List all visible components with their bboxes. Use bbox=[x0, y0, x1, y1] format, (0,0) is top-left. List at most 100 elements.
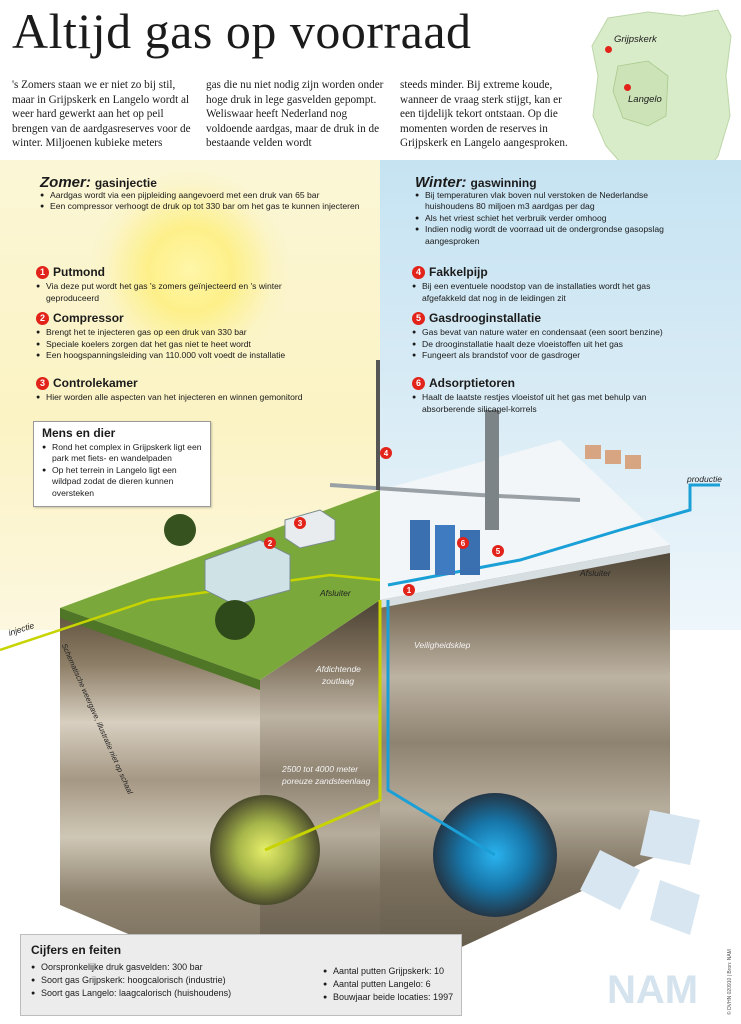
mens-en-dier-box: Mens en dier Rond het complex in Grijpsk… bbox=[33, 421, 211, 507]
map-inner-region bbox=[612, 60, 669, 127]
production-well bbox=[386, 600, 496, 857]
section-number: 4 bbox=[412, 266, 425, 279]
section-number: 2 bbox=[36, 312, 49, 325]
intro-column-3: steeds minder. Bij extreme koude, wannee… bbox=[400, 79, 568, 150]
section-item: Gas bevat van nature water en condensaat… bbox=[412, 327, 682, 339]
marker-6-text: 6 bbox=[461, 539, 466, 548]
marker-5 bbox=[492, 545, 504, 557]
marker-5-text: 5 bbox=[496, 547, 501, 556]
winter-item: Indien nodig wordt de voorraad uit de on… bbox=[415, 224, 685, 247]
zoutlaag-label-1: Afdichtende bbox=[316, 664, 361, 674]
section-number: 1 bbox=[36, 266, 49, 279]
langelo-marker bbox=[624, 84, 631, 91]
winter-item: Bij temperaturen vlak boven nul verstoke… bbox=[415, 190, 685, 213]
section-number: 5 bbox=[412, 312, 425, 325]
mens-item: Op het terrein in Langelo ligt een wildp… bbox=[42, 465, 202, 500]
section-putmond: 1 Putmond Via deze put wordt het gas 's z… bbox=[36, 266, 336, 304]
soil-block-left-face bbox=[60, 608, 260, 990]
house-1 bbox=[585, 445, 601, 459]
soil-block-right-face bbox=[380, 545, 670, 985]
marker-4 bbox=[380, 447, 392, 459]
marker-4-text: 4 bbox=[384, 449, 389, 458]
source-credit: © DVHN 020910 | Bron: NAM bbox=[727, 949, 733, 1015]
snow-edge bbox=[380, 545, 670, 608]
adsorption-tower bbox=[485, 410, 499, 530]
injection-well bbox=[264, 600, 382, 852]
section-item: Een hoogspanningsleiding van 110.000 vol… bbox=[36, 350, 336, 362]
marker-3-text: 3 bbox=[298, 519, 303, 528]
veiligheidsklep-label: Veiligheidsklep bbox=[414, 640, 471, 650]
cijfers-en-feiten-box: Cijfers en feiten Oorspronkelijke druk g… bbox=[20, 934, 462, 1016]
dryer-tank-2 bbox=[435, 525, 455, 575]
production-pipe bbox=[387, 483, 720, 587]
location-map bbox=[591, 9, 732, 183]
tree-2 bbox=[215, 600, 255, 640]
dryer-tank-1 bbox=[410, 520, 430, 570]
grass-edge bbox=[60, 608, 260, 690]
section-number: 3 bbox=[36, 377, 49, 390]
section-title: Controlekamer bbox=[53, 376, 138, 390]
intro-column-1: 's Zomers staan we er niet zo bij stil, … bbox=[12, 79, 191, 150]
section-title: Gasdrooginstallatie bbox=[429, 311, 542, 325]
house-2 bbox=[605, 450, 621, 464]
grijpskerk-label: Grijpskerk bbox=[614, 34, 657, 45]
afsluiter-label-right: Afsluiter bbox=[580, 568, 611, 578]
section-item: Brengt het te injecteren gas op een druk… bbox=[36, 327, 336, 339]
section-gasdrooginstallatie: 5 Gasdrooginstallatie Gas bevat van natur… bbox=[412, 312, 682, 362]
nam-logo-mark bbox=[580, 810, 700, 935]
cijfer-item: Bouwjaar beide locaties: 1997 bbox=[323, 991, 453, 1004]
marker-6 bbox=[457, 537, 469, 549]
section-item: Via deze put wordt het gas 's zomers geï… bbox=[36, 281, 336, 304]
flare-stack bbox=[376, 360, 380, 490]
grijpskerk-marker bbox=[605, 46, 612, 53]
section-title: Putmond bbox=[53, 265, 105, 279]
section-adsorptietoren: 6 Adsorptietoren Haalt de laatste restjes… bbox=[412, 377, 682, 415]
section-item: Bij een eventuele noodstop van de instal… bbox=[412, 281, 682, 304]
marker-2-text: 2 bbox=[268, 539, 273, 548]
section-item: Fungeert als brandstof voor de gasdroger bbox=[412, 350, 682, 362]
marker-2 bbox=[264, 537, 276, 549]
summer-item: Een compressor verhoogt de druk op tot 3… bbox=[40, 201, 360, 213]
winter-subheading: gaswinning bbox=[470, 176, 537, 190]
marker-1 bbox=[403, 584, 415, 596]
compressor-building bbox=[204, 539, 291, 606]
gas-storage-illustration: 1 2 3 4 5 6 bbox=[0, 360, 720, 990]
summer-subheading: gasinjectie bbox=[94, 176, 157, 190]
section-title: Adsorptietoren bbox=[429, 376, 516, 390]
cijfer-item: Soort gas Langelo: laagcalorisch (huisho… bbox=[31, 987, 231, 1000]
section-title: Compressor bbox=[53, 311, 124, 325]
cijfer-item: Aantal putten Langelo: 6 bbox=[323, 978, 453, 991]
dryer-tank-3 bbox=[460, 530, 480, 575]
langelo-label: Langelo bbox=[628, 94, 662, 105]
section-item: De drooginstallatie haalt deze vloeistof… bbox=[412, 339, 682, 351]
afsluiter-label-left: Afsluiter bbox=[320, 588, 351, 598]
section-controlekamer: 3 Controlekamer Hier worden alle aspecten… bbox=[36, 377, 336, 404]
section-compressor: 2 Compressor Brengt het te injecteren gas… bbox=[36, 312, 336, 362]
cijfer-item: Oorspronkelijke druk gasvelden: 300 bar bbox=[31, 961, 231, 974]
section-number: 6 bbox=[412, 377, 425, 390]
cijfer-item: Soort gas Grijpskerk: hoogcalorisch (ind… bbox=[31, 974, 231, 987]
winter-section: Winter:gaswinning Bij temperaturen vlak … bbox=[415, 174, 685, 248]
winter-item: Als het vriest schiet het verbruik verde… bbox=[415, 213, 685, 225]
mens-en-dier-title: Mens en dier bbox=[42, 426, 116, 440]
productie-label: productie bbox=[687, 474, 722, 484]
marker-1-text: 1 bbox=[407, 586, 412, 595]
marker-3 bbox=[294, 517, 306, 529]
summer-item: Aardgas wordt via een pijpleiding aangev… bbox=[40, 190, 360, 202]
zandsteen-label-2: poreuze zandsteenlaag bbox=[282, 776, 371, 786]
zandsteen-label-1: 2500 tot 4000 meter bbox=[282, 764, 359, 774]
section-item: Haalt de laatste restjes vloeistof uit h… bbox=[412, 392, 682, 415]
summer-section: Zomer:gasinjectie Aardgas wordt via een … bbox=[40, 174, 360, 213]
tree-1 bbox=[164, 514, 196, 546]
house-3 bbox=[625, 455, 641, 469]
section-item: Hier worden alle aspecten van het inject… bbox=[36, 392, 336, 404]
section-item: Speciale koelers zorgen dat het gas niet… bbox=[36, 339, 336, 351]
summer-heading: Zomer: bbox=[40, 174, 91, 191]
zoutlaag-label-2: zoutlaag bbox=[322, 676, 355, 686]
nam-logo-text: NAM bbox=[607, 968, 699, 1012]
cijfers-title: Cijfers en feiten bbox=[31, 943, 122, 957]
cijfer-item: Aantal putten Grijpskerk: 10 bbox=[323, 965, 453, 978]
winter-heading: Winter: bbox=[415, 174, 467, 191]
intro-column-2: gas die nu niet nodig zijn worden onder … bbox=[206, 79, 384, 150]
